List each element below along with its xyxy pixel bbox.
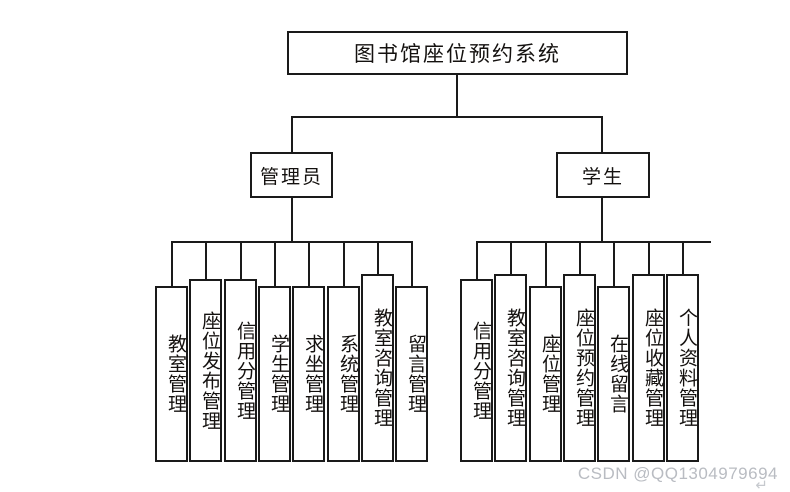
node-admin-child-1[interactable]: 座位发布管理 xyxy=(189,279,222,462)
connector-to-admin xyxy=(291,116,293,154)
connector-admin-child-0 xyxy=(171,241,173,286)
node-student-child-4[interactable]: 在线留言 xyxy=(597,286,630,462)
connector-student-stem xyxy=(601,197,603,243)
connector-admin-child-7 xyxy=(411,241,413,286)
connector-student-child-4 xyxy=(613,241,615,286)
node-root[interactable]: 图书馆座位预约系统 xyxy=(287,31,628,75)
node-label: 个人资料管理 xyxy=(676,308,698,428)
node-label: 学生管理 xyxy=(268,334,290,414)
node-student-child-0[interactable]: 信用分管理 xyxy=(460,279,493,462)
node-student-child-5[interactable]: 座位收藏管理 xyxy=(632,274,665,462)
node-label: 座位管理 xyxy=(539,334,561,414)
node-label: 座位预约管理 xyxy=(573,308,595,428)
node-label: 求坐管理 xyxy=(302,334,324,414)
connector-student-child-1 xyxy=(510,241,512,274)
connector-admin-bus xyxy=(171,241,412,243)
node-label: 教室咨询管理 xyxy=(504,308,526,428)
connector-admin-child-5 xyxy=(343,241,345,286)
node-admin-child-2[interactable]: 信用分管理 xyxy=(224,279,257,462)
connector-student-child-5 xyxy=(648,241,650,274)
node-student-label: 学生 xyxy=(581,165,624,188)
node-root-label: 图书馆座位预约系统 xyxy=(354,42,561,66)
connector-admin-child-2 xyxy=(240,241,242,279)
node-admin-child-3[interactable]: 学生管理 xyxy=(258,286,291,462)
node-student-child-2[interactable]: 座位管理 xyxy=(529,286,562,462)
watermark-text: CSDN @QQ1304979694 xyxy=(577,464,778,483)
connector-student-child-2 xyxy=(545,241,547,286)
node-admin-child-6[interactable]: 教室咨询管理 xyxy=(361,274,394,462)
connector-root-stem xyxy=(456,74,458,117)
node-label: 系统管理 xyxy=(337,334,359,414)
connector-level2-bus xyxy=(291,116,458,118)
connector-level2-bus-right xyxy=(456,116,603,118)
node-student-child-1[interactable]: 教室咨询管理 xyxy=(494,274,527,462)
node-admin-label: 管理员 xyxy=(259,165,323,188)
node-label: 座位收藏管理 xyxy=(642,308,664,428)
node-admin-child-7[interactable]: 留言管理 xyxy=(395,286,428,462)
connector-admin-child-3 xyxy=(274,241,276,286)
node-label: 教室管理 xyxy=(165,334,187,414)
node-student[interactable]: 学生 xyxy=(556,152,650,198)
node-label: 在线留言 xyxy=(607,334,629,414)
node-student-child-6[interactable]: 个人资料管理 xyxy=(666,274,699,462)
node-label: 信用分管理 xyxy=(234,320,256,421)
node-admin-child-0[interactable]: 教室管理 xyxy=(155,286,188,462)
connector-admin-child-6 xyxy=(377,241,379,274)
connector-admin-child-1 xyxy=(205,241,207,279)
node-student-child-3[interactable]: 座位预约管理 xyxy=(563,274,596,462)
node-label: 教室咨询管理 xyxy=(371,308,393,428)
connector-admin-child-4 xyxy=(308,241,310,286)
node-label: 留言管理 xyxy=(405,334,427,414)
connector-student-child-6 xyxy=(682,241,684,274)
watermark-arrow-icon: ↵ xyxy=(755,476,768,492)
node-label: 座位发布管理 xyxy=(199,310,221,431)
node-admin-child-4[interactable]: 求坐管理 xyxy=(292,286,325,462)
node-admin[interactable]: 管理员 xyxy=(250,152,333,198)
node-label: 信用分管理 xyxy=(470,320,492,421)
connector-to-student xyxy=(601,116,603,154)
connector-student-child-3 xyxy=(579,241,581,274)
connector-admin-stem xyxy=(291,197,293,243)
node-admin-child-5[interactable]: 系统管理 xyxy=(327,286,360,462)
connector-student-bus xyxy=(476,241,711,243)
connector-student-child-0 xyxy=(476,241,478,279)
